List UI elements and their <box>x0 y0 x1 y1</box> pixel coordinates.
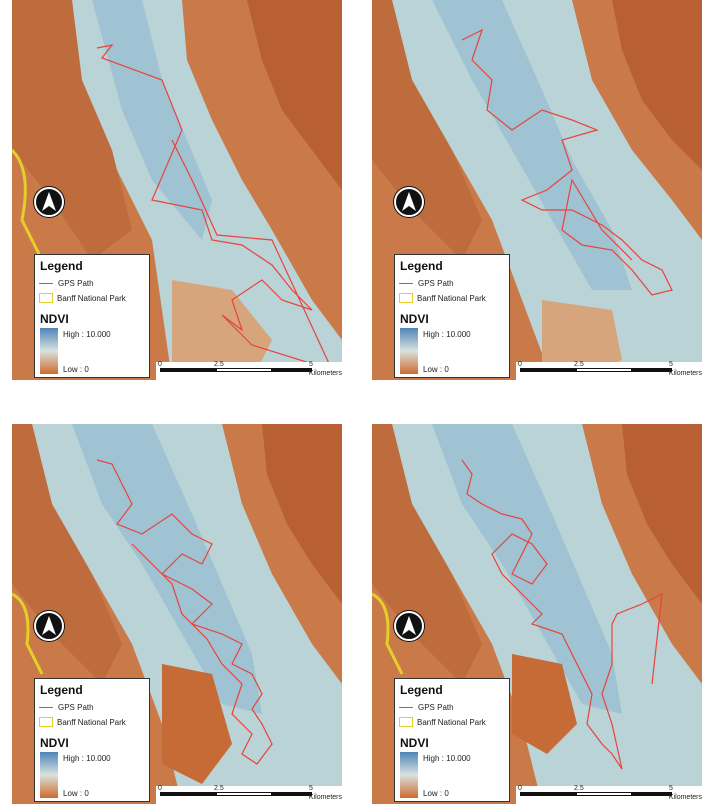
gps-path-label: GPS Path <box>58 703 94 712</box>
scale-bar: 0 2.5 5 Kilometers <box>516 785 702 804</box>
legend-title: Legend <box>400 683 443 697</box>
gps-path-label: GPS Path <box>58 279 94 288</box>
gps-path-2 <box>461 28 673 296</box>
scale-unit: Kilometers <box>308 370 342 377</box>
ndvi-title: NDVI <box>400 736 429 750</box>
scale-tick-0: 0 <box>518 361 522 368</box>
scale-tick-2-5: 2.5 <box>214 361 224 368</box>
legend-title: Legend <box>40 683 83 697</box>
legend: Legend GPS Path Banff National Park NDVI… <box>394 254 510 378</box>
scale-tick-2-5: 2.5 <box>214 785 224 792</box>
scale-tick-5: 5 <box>669 361 673 368</box>
ndvi-low-label: Low : 0 <box>423 789 449 798</box>
gps-path-swatch <box>399 283 413 284</box>
legend: Legend GPS Path Banff National Park NDVI… <box>394 678 510 802</box>
legend: Legend GPS Path Banff National Park NDVI… <box>34 678 150 802</box>
gps-path-3 <box>96 459 273 765</box>
park-label: Banff National Park <box>417 717 486 727</box>
scale-tick-0: 0 <box>158 361 162 368</box>
park-label: Banff National Park <box>57 293 126 303</box>
scale-bar: 0 2.5 5 Kilometers <box>156 361 342 380</box>
park-label: Banff National Park <box>417 293 486 303</box>
scale-tick-5: 5 <box>309 785 313 792</box>
gps-path-swatch <box>39 283 53 284</box>
ndvi-title: NDVI <box>400 312 429 326</box>
north-arrow-icon <box>394 187 424 217</box>
scale-unit: Kilometers <box>668 794 702 801</box>
ndvi-high-label: High : 10.000 <box>63 330 111 339</box>
ndvi-low-label: Low : 0 <box>63 789 89 798</box>
ndvi-color-ramp <box>400 328 418 374</box>
scale-tick-0: 0 <box>158 785 162 792</box>
scale-bar: 0 2.5 5 Kilometers <box>516 361 702 380</box>
map-panel-4: Legend GPS Path Banff National Park NDVI… <box>372 424 702 804</box>
park-label: Banff National Park <box>57 717 126 727</box>
map-panel-3: Legend GPS Path Banff National Park NDVI… <box>12 424 342 804</box>
ndvi-color-ramp <box>400 752 418 798</box>
gps-path-swatch <box>399 707 413 708</box>
gps-path-label: GPS Path <box>418 279 454 288</box>
scale-unit: Kilometers <box>308 794 342 801</box>
gps-path-swatch <box>39 707 53 708</box>
park-swatch <box>39 293 53 303</box>
ndvi-low-label: Low : 0 <box>63 365 89 374</box>
ndvi-color-ramp <box>40 328 58 374</box>
ndvi-title: NDVI <box>40 312 69 326</box>
gps-path-label: GPS Path <box>418 703 454 712</box>
ndvi-color-ramp <box>40 752 58 798</box>
map-panel-1: Legend GPS Path Banff National Park NDVI… <box>12 0 342 380</box>
north-arrow-icon <box>34 611 64 641</box>
ndvi-high-label: High : 10.000 <box>423 330 471 339</box>
gps-path-4 <box>461 459 663 770</box>
ndvi-map-2 <box>372 0 702 380</box>
scale-tick-5: 5 <box>669 785 673 792</box>
scale-unit: Kilometers <box>668 370 702 377</box>
scale-bar: 0 2.5 5 Kilometers <box>156 785 342 804</box>
map-panel-2: Legend GPS Path Banff National Park NDVI… <box>372 0 702 380</box>
gps-path-1 <box>96 44 334 371</box>
park-swatch <box>399 293 413 303</box>
ndvi-title: NDVI <box>40 736 69 750</box>
ndvi-high-label: High : 10.000 <box>423 754 471 763</box>
scale-tick-2-5: 2.5 <box>574 361 584 368</box>
scale-tick-5: 5 <box>309 361 313 368</box>
north-arrow-icon <box>34 187 64 217</box>
park-swatch <box>399 717 413 727</box>
scale-tick-2-5: 2.5 <box>574 785 584 792</box>
north-arrow-icon <box>394 611 424 641</box>
legend: Legend GPS Path Banff National Park NDVI… <box>34 254 150 378</box>
park-swatch <box>39 717 53 727</box>
ndvi-high-label: High : 10.000 <box>63 754 111 763</box>
legend-title: Legend <box>40 259 83 273</box>
ndvi-low-label: Low : 0 <box>423 365 449 374</box>
scale-tick-0: 0 <box>518 785 522 792</box>
legend-title: Legend <box>400 259 443 273</box>
